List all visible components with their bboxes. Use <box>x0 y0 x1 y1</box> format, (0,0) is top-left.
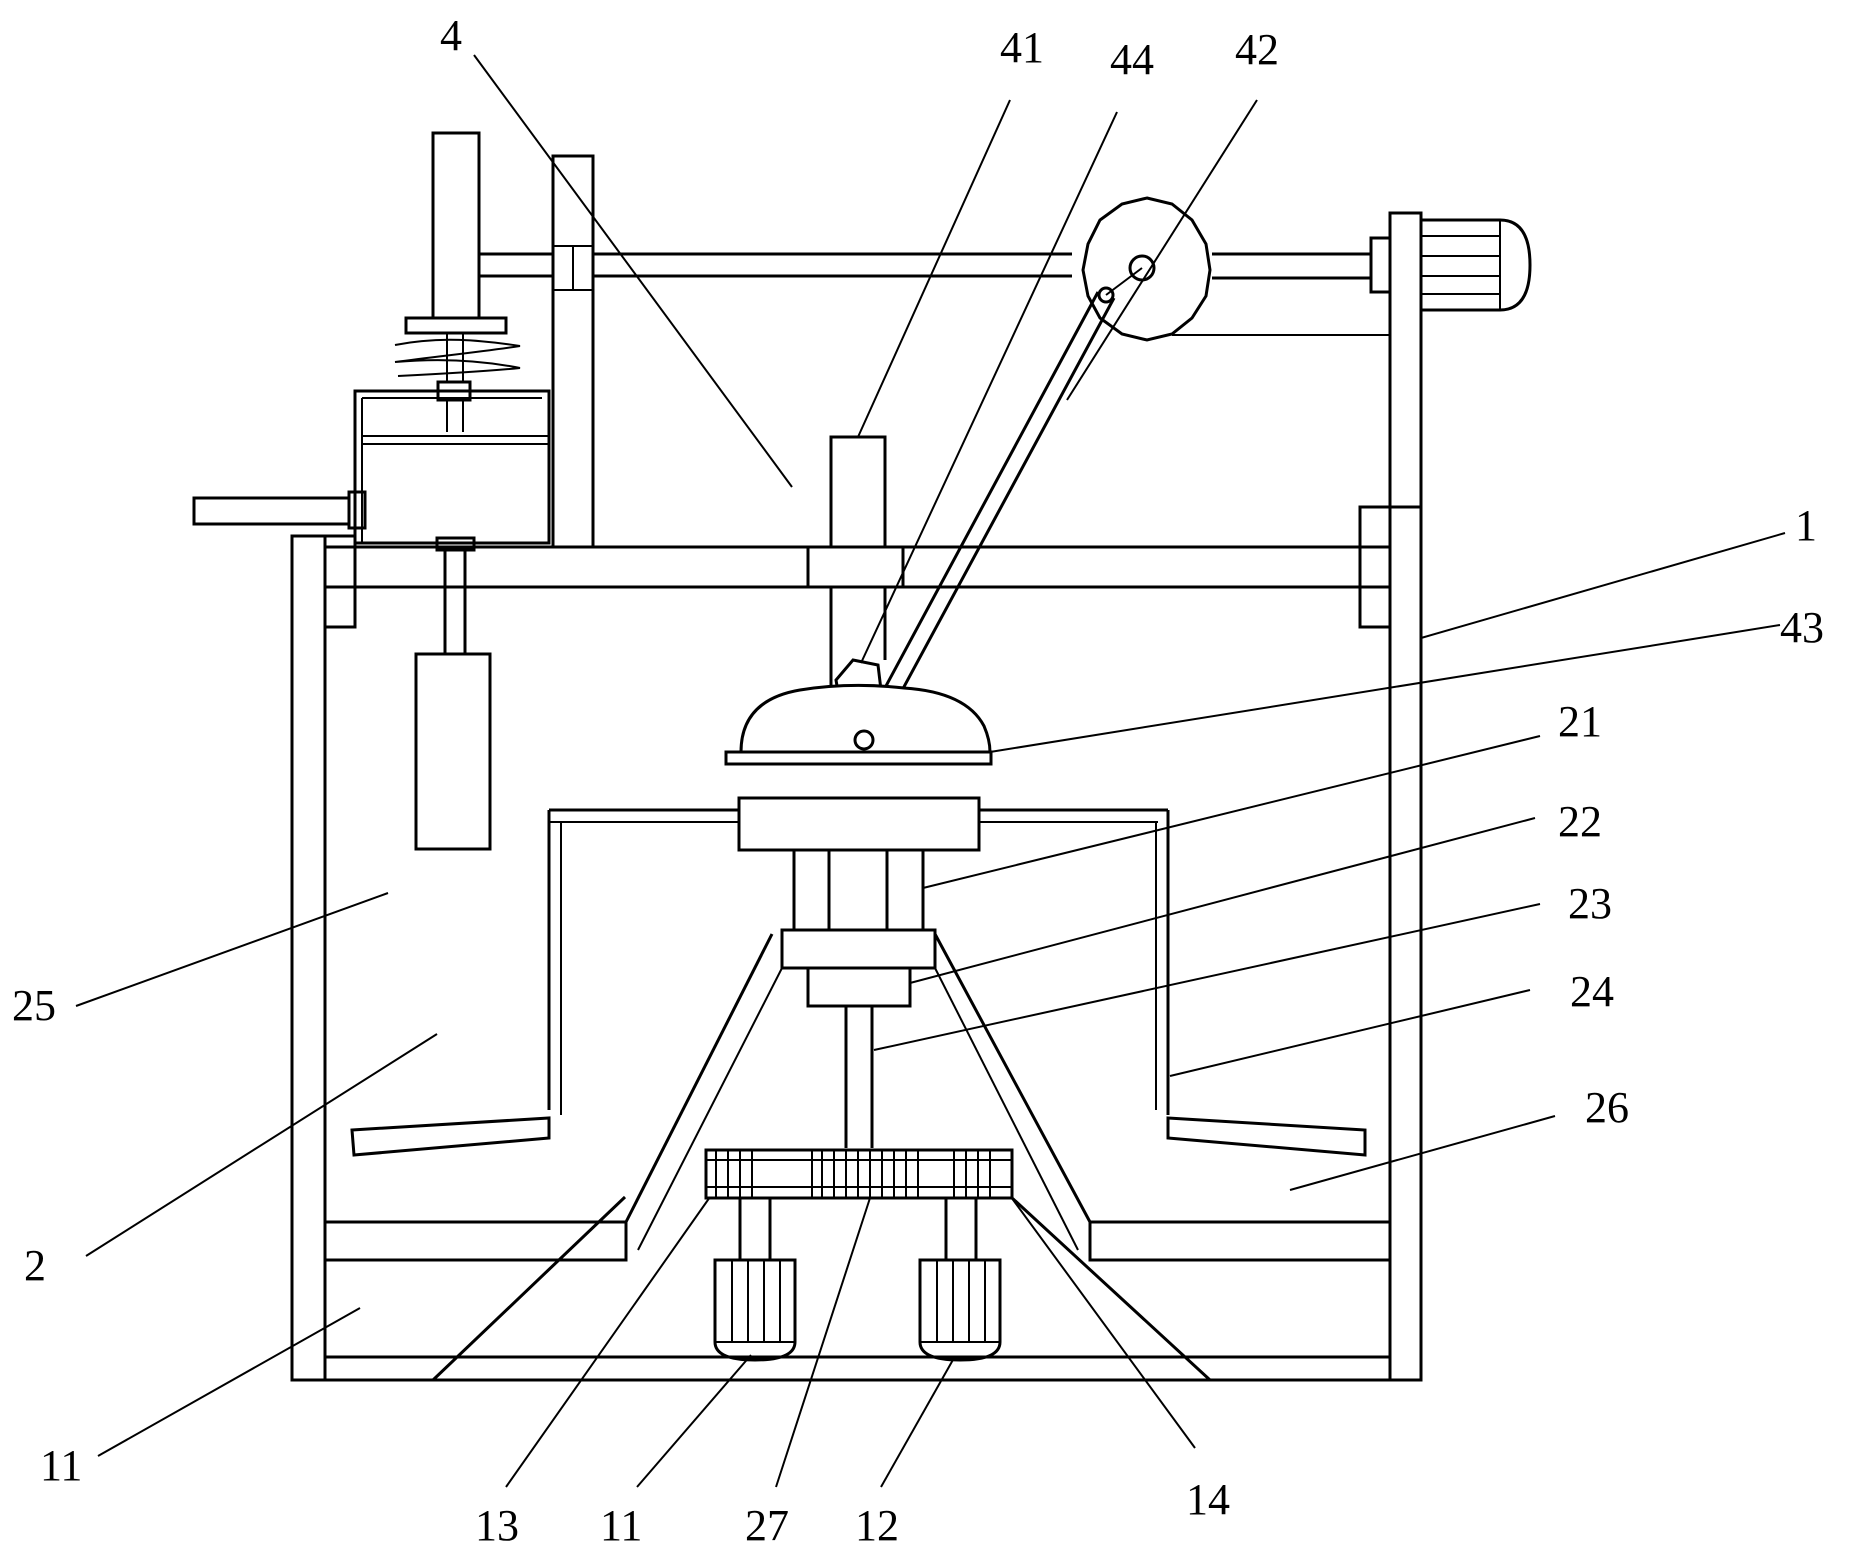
reference-labels: 4 41 44 42 1 43 21 22 23 24 26 25 2 11 1… <box>12 11 1824 1550</box>
spring-top-plate <box>404 316 508 335</box>
motor-icon-right <box>918 1258 1002 1362</box>
label-27: 27 <box>745 1501 789 1550</box>
leader-lines <box>75 54 1786 1488</box>
connecting-rod-a <box>856 291 1100 739</box>
connecting-rod-b <box>870 297 1116 747</box>
label-2: 2 <box>24 1241 46 1290</box>
crank-wheel <box>1081 196 1212 342</box>
label-25: 25 <box>12 981 56 1030</box>
label-11: 11 <box>600 1501 642 1550</box>
inner-basket <box>350 796 1367 1157</box>
outlet-coupling <box>435 536 476 552</box>
label-13: 13 <box>475 1501 519 1550</box>
outer-housing <box>290 211 1423 1382</box>
inlet-pipe <box>192 496 351 526</box>
dosing-box <box>192 389 551 851</box>
left-vertical-motor <box>394 131 521 432</box>
label-1: 1 <box>1795 501 1817 550</box>
rod-pivot <box>853 729 875 751</box>
filter-cartridge <box>414 652 492 851</box>
label-43: 43 <box>1780 603 1824 652</box>
right-motor-post <box>1388 211 1423 509</box>
label-44: 44 <box>1110 35 1154 84</box>
transmission-shaft <box>479 236 1392 336</box>
motor-icon <box>1421 218 1532 312</box>
basket-cover <box>737 796 981 852</box>
press-cap <box>739 683 992 754</box>
left-wall <box>290 534 327 1382</box>
top-plate <box>323 545 1392 589</box>
bearing-right <box>885 848 925 932</box>
label-24: 24 <box>1570 967 1614 1016</box>
press-ram <box>724 435 993 766</box>
label-4: 4 <box>440 11 462 60</box>
ram-upper <box>829 435 887 549</box>
hub-lower <box>806 966 912 1008</box>
press-cap-base <box>724 750 993 766</box>
label-23: 23 <box>1568 879 1612 928</box>
right-wall <box>1388 505 1423 1382</box>
right-blade <box>1166 1116 1367 1157</box>
label-26: 26 <box>1585 1083 1629 1132</box>
side-motor <box>1421 218 1532 312</box>
right-tray <box>1088 1220 1392 1262</box>
crank-pin <box>1097 286 1115 304</box>
label-11: 11 <box>40 1441 82 1490</box>
right-bracket <box>1358 505 1392 629</box>
spring-icon <box>394 338 521 377</box>
guide-sleeve <box>806 545 905 589</box>
label-22: 22 <box>1558 797 1602 846</box>
bearing-left <box>792 848 831 932</box>
gear-drive <box>704 1148 1014 1362</box>
left-tray <box>323 1220 628 1262</box>
left-blade <box>350 1116 551 1157</box>
crank-mechanism <box>856 196 1212 747</box>
left-support-post <box>551 154 595 549</box>
shaft-coupling <box>1369 236 1392 294</box>
hub-block <box>780 928 937 970</box>
label-41: 41 <box>1000 23 1044 72</box>
motor-icon-left <box>713 1258 797 1362</box>
label-12: 12 <box>855 1501 899 1550</box>
label-14: 14 <box>1186 1475 1230 1524</box>
left-bracket <box>323 534 357 629</box>
inlet-valve <box>347 490 367 530</box>
label-21: 21 <box>1558 697 1602 746</box>
motor-shaft-housing <box>431 131 481 320</box>
label-42: 42 <box>1235 25 1279 74</box>
conical-support <box>323 933 1392 1382</box>
